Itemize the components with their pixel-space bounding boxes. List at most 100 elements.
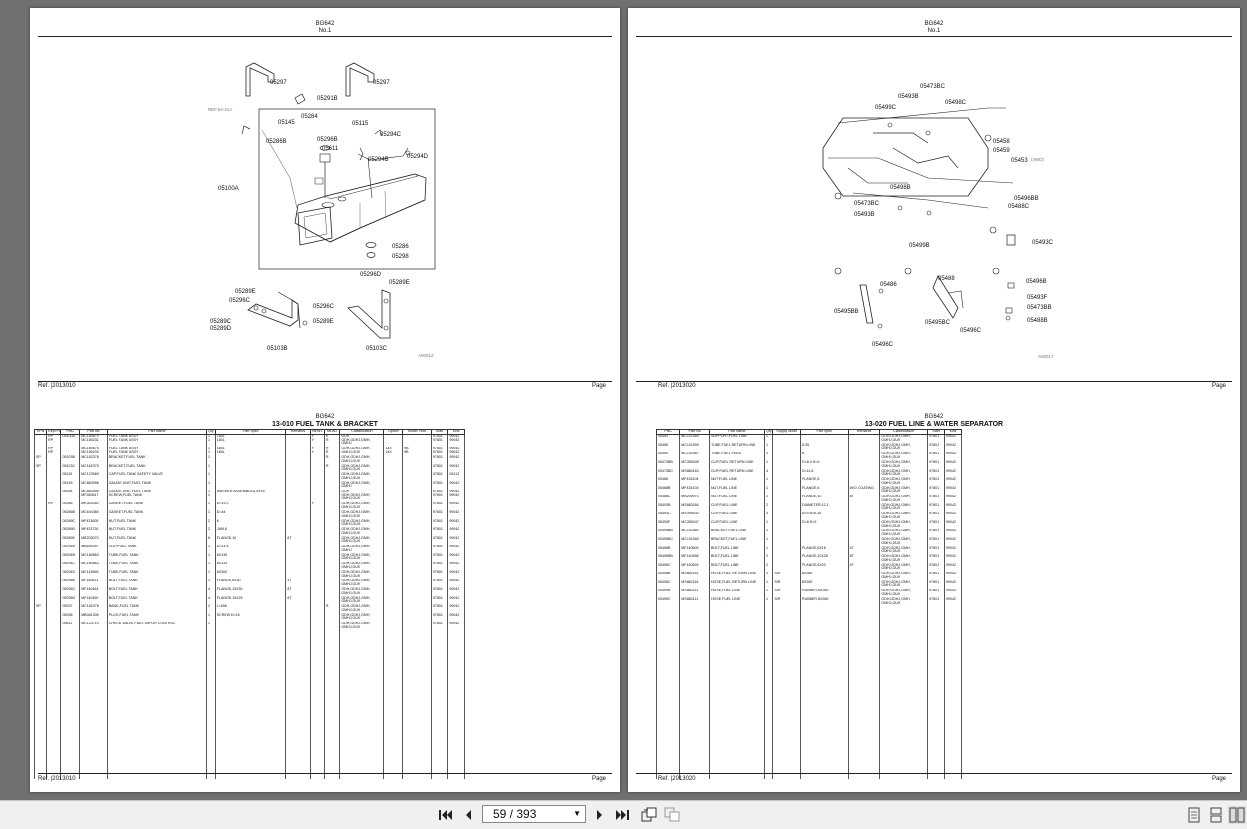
table-cell: GDH,GDHJ,GMH, GMHJ,GU9 (339, 561, 385, 571)
table-cell (309, 587, 325, 596)
table-cell (33, 472, 48, 481)
last-page-icon[interactable] (614, 806, 632, 824)
table-cell (285, 613, 311, 622)
table-cell: MC883956 MF260847 (79, 489, 108, 502)
part-callout: 05488C (1008, 204, 1030, 210)
table-cell: Y Y (309, 446, 325, 456)
table-cell: 97801 (927, 588, 946, 598)
ref-value: |2013010 (50, 383, 76, 389)
table-cell (323, 578, 341, 588)
part-callout: 05103B (267, 346, 288, 352)
continuous-view-icon[interactable] (1208, 806, 1224, 824)
table-cell (309, 595, 325, 605)
table-cell: 97801 (430, 481, 449, 490)
table-cell: 8T (285, 535, 311, 545)
table-cell (46, 578, 62, 588)
table-cell: 05289C (60, 518, 81, 528)
go-back-icon[interactable] (640, 806, 658, 824)
table-cell: 2 (763, 503, 774, 512)
table-cell (847, 520, 881, 529)
table-cell: 05145 (60, 481, 81, 490)
table-cell: GDH,GDHJ,GMH, GMHJ,GU9 (879, 460, 929, 469)
table-cell: R R (323, 434, 341, 447)
table-cell: GDH,GDHJ,GMH, GMHJ,GU9 (339, 595, 385, 605)
table-cell (46, 518, 62, 528)
single-page-view-icon[interactable] (1186, 806, 1202, 824)
page-label-bottom: Page (591, 776, 606, 782)
part-callout: 05289E (235, 289, 256, 295)
table-cell: MB081306 (79, 613, 108, 622)
table-cell: 97801 (430, 472, 449, 481)
table-cell: FLANGE,6X30 (214, 578, 287, 588)
table-cell: GAUGE UNIT,FUEL TANK (106, 481, 207, 490)
table-cell: GDH,GDHJ,GMH, GMHJ,GU9 (339, 527, 385, 536)
column-header: End (944, 429, 962, 435)
table-cell: RP RP (46, 446, 62, 456)
table-cell: 99042 (447, 510, 465, 519)
table-cell: 8X135 (214, 561, 287, 571)
table-cell (214, 455, 287, 464)
table-cell: 8X280 (800, 571, 849, 581)
table-cell: GDH,GDHJ,GMH, GMHJ,GU9 (879, 468, 929, 478)
prev-page-icon[interactable] (460, 806, 476, 824)
go-forward-icon[interactable] (663, 806, 681, 824)
table-caption: 13-020 FUEL LINE & WATER SEPARATOR (864, 421, 1004, 428)
table-cell: 99042 (944, 554, 962, 564)
table-cell: MC162375 (79, 463, 108, 473)
table-cell (46, 510, 62, 519)
table-cell: 1 (763, 571, 774, 581)
table-cell: GDH,GDHJ,GMH, GMHJ,GU9 (879, 563, 929, 572)
table-cell (402, 535, 432, 545)
table-cell: GDH,GDHJ,GMH, GMHJ,GU9 (879, 597, 929, 606)
table-cell: 99042 (447, 578, 465, 588)
table-cell (46, 489, 62, 502)
table-cell: FLANGE,10X25 (214, 595, 287, 605)
table-cell (402, 434, 432, 447)
table-cell: 1 (763, 597, 774, 606)
table-cell (383, 455, 404, 464)
table-cell: 4 (205, 595, 216, 605)
table-cell: GDH,GDHJ,GMH, GMHJ,GU9 (879, 503, 929, 512)
table-cell: FLANGE,6X16 (800, 545, 849, 555)
table-cell (772, 434, 801, 444)
table-cell: 4 (205, 587, 216, 596)
two-page-view-icon[interactable] (1228, 806, 1246, 824)
table-cell (847, 528, 881, 538)
table-cell: BRACKET,FUEL LINE (708, 537, 766, 546)
page-number-input[interactable]: 59 / 393 ▼ (482, 805, 586, 823)
table-cell (214, 481, 287, 490)
document-viewport[interactable]: BG642 No.1 (0, 0, 1247, 800)
table-cell: 99042 (944, 545, 962, 555)
table-cell (383, 501, 404, 511)
table-cell (383, 578, 404, 588)
table-cell: 97801 (927, 597, 946, 606)
table-cell: TUBE,FUEL FEED (708, 451, 766, 461)
next-page-icon[interactable] (592, 806, 608, 824)
first-page-icon[interactable] (436, 806, 454, 824)
table-cell: GDH,GDHJ,GMH, GMHJ,GU9 (339, 553, 385, 562)
table-cell: 97801 (927, 554, 946, 564)
part-callout: 05493B (898, 94, 919, 100)
table-cell: GAUGE UNIT,FUEL TANK SCREW,FUEL TANK (106, 489, 207, 502)
table-cell: D=44 (214, 510, 287, 519)
table-cell (285, 527, 311, 536)
part-callout: 05286 (392, 244, 409, 250)
table-cell: 6 (205, 535, 216, 545)
chevron-down-icon[interactable]: ▼ (573, 809, 581, 818)
table-cell: R (323, 604, 341, 614)
table-cell: RUBBER,8X280 (800, 588, 849, 598)
table-cell (323, 518, 341, 528)
table-cell (402, 587, 432, 596)
table-cell: 8T (847, 494, 881, 504)
part-callout: 05495BC (925, 320, 951, 326)
table-cell: 1 (763, 520, 774, 529)
